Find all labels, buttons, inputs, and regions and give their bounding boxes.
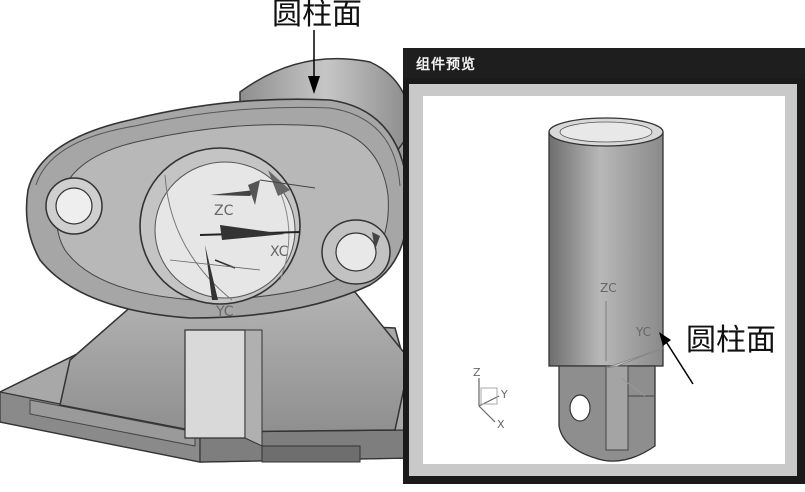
callout-label-cylindrical-face: 圆柱面: [272, 0, 362, 32]
csys-marker: [169, 170, 380, 300]
component-preview-window[interactable]: 组件预览: [403, 48, 805, 484]
orientation-triad-icon: [478, 378, 500, 423]
callout-arrow-right: [659, 332, 694, 385]
csys-label-xc: XC: [270, 244, 289, 260]
preview-title: 组件预览: [416, 57, 476, 73]
csys-label-zc: ZC: [214, 203, 234, 219]
part-label-zc: ZC: [600, 281, 617, 295]
main-bore: [139, 147, 301, 305]
callout-arrow-top: [308, 30, 320, 94]
part-label-yc: YC: [635, 325, 651, 339]
triad-label-y: Y: [500, 388, 508, 401]
left-bolt-hole: [45, 177, 103, 235]
pin-part: [548, 117, 664, 462]
callout-label-cylindrical-face-preview: 圆柱面: [686, 323, 776, 358]
preview-titlebar[interactable]: 组件预览: [403, 48, 805, 78]
right-bolt-hole: [321, 219, 391, 285]
triad-label-x: X: [497, 418, 505, 431]
preview-viewport[interactable]: ZC YC Z Y X: [423, 96, 785, 464]
preview-canvas: ZC YC Z Y X: [473, 117, 694, 462]
csys-label-yc: YC: [215, 304, 234, 320]
preview-frame: ZC YC Z Y X: [409, 84, 797, 476]
triad-label-z: Z: [473, 366, 481, 379]
